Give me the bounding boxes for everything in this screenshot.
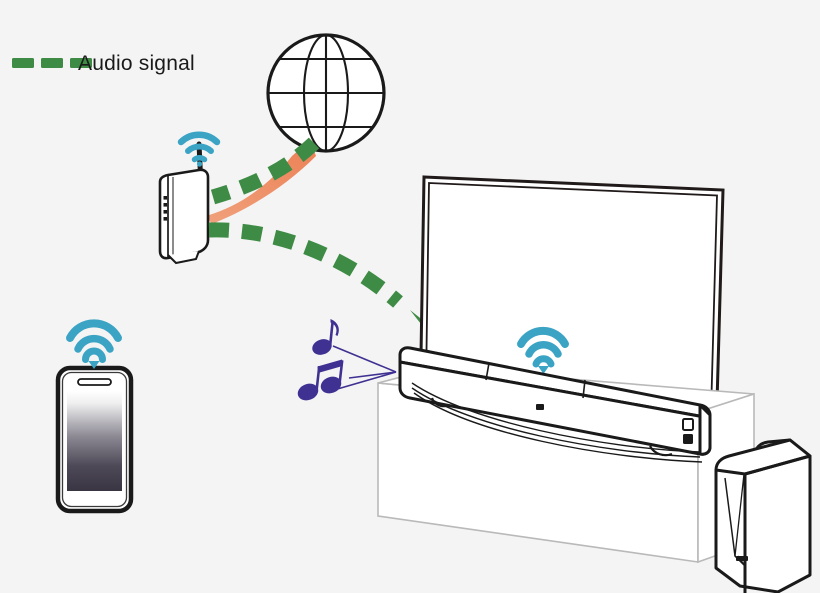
router-wifi-icon [177, 131, 221, 167]
soundbar-icon [398, 346, 712, 463]
audio-signal-path-internet [210, 137, 320, 205]
smartphone-icon [55, 365, 134, 514]
legend-swatch-dash [12, 58, 34, 68]
legend-swatch-dash [41, 58, 63, 68]
sound-rays [332, 345, 397, 391]
subwoofer-icon [714, 438, 812, 593]
legend-label: Audio signal [78, 52, 195, 75]
internet-beam [206, 140, 316, 224]
music-note-icon [297, 319, 344, 401]
globe-icon [266, 33, 386, 153]
smartphone-wifi-icon [66, 319, 122, 369]
legend-swatch [12, 58, 92, 68]
router-icon [158, 141, 210, 265]
legend-swatch-dash [70, 58, 92, 68]
soundbar-wifi-icon [517, 326, 569, 374]
